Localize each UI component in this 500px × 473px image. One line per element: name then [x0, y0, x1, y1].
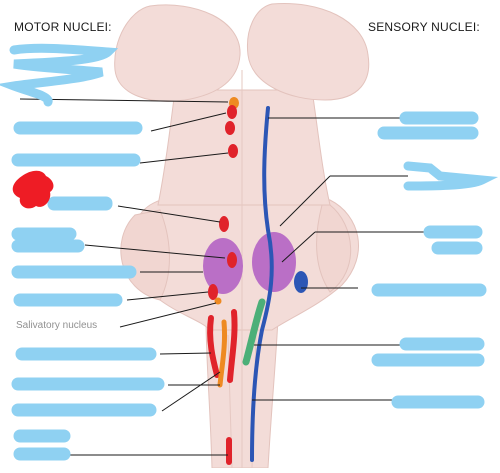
redaction-right-1 — [399, 111, 479, 125]
motor-nucleus-2 — [225, 121, 235, 135]
sensory-leader-lines — [252, 117, 438, 401]
redaction-left-9 — [15, 347, 157, 361]
redaction-left-3 — [11, 153, 141, 167]
redaction-right-6 — [371, 283, 487, 297]
redaction-left-6 — [11, 239, 85, 253]
purple-nucleus-right — [252, 232, 296, 292]
dorsal-vagal-nucleus — [217, 319, 227, 388]
motor-nucleus-1 — [227, 105, 237, 119]
left-upper-lobe — [114, 4, 241, 102]
sensory-nuclei-heading: SENSORY NUCLEI: — [368, 20, 480, 34]
redaction-left-10 — [11, 377, 165, 391]
red-scribble — [12, 170, 54, 209]
hypoglossal-nucleus — [227, 309, 238, 383]
redaction-right-9 — [391, 395, 485, 409]
midbrain — [157, 89, 331, 206]
redaction-right-8 — [371, 353, 485, 367]
right-upper-lobe — [246, 2, 370, 101]
red-marker-scribble — [12, 170, 54, 209]
motor-leader-lines — [19, 98, 229, 456]
salivatory-nucleus-dot — [214, 297, 222, 305]
redaction-right-2 — [377, 126, 479, 140]
motor-nucleus-4 — [219, 216, 229, 232]
redaction-right-4 — [423, 225, 483, 239]
nuclei-group — [203, 97, 308, 465]
pons-left-lobe — [120, 209, 170, 301]
redaction-marks — [0, 43, 499, 461]
redaction-left-4 — [47, 196, 113, 211]
redaction-left-1 — [0, 43, 119, 107]
pons-right-lobe — [316, 204, 352, 293]
brainstem-illustration — [114, 2, 370, 469]
redaction-left-2 — [13, 121, 143, 135]
blue-nucleus-right — [294, 271, 308, 293]
solitary-green-nucleus — [242, 298, 266, 366]
redaction-right-5 — [431, 241, 483, 255]
redaction-left-13 — [13, 447, 71, 461]
ambiguus-nucleus — [207, 315, 220, 378]
redaction-left-11 — [11, 403, 157, 417]
purple-nucleus-left — [203, 238, 243, 294]
redaction-right-3 — [403, 161, 499, 191]
motor-nuclei-heading: MOTOR NUCLEI: — [14, 20, 112, 34]
trigeminal-sensory-tract — [250, 106, 274, 462]
redaction-left-12 — [13, 429, 71, 443]
salivatory-nucleus-label: Salivatory nucleus — [16, 320, 98, 331]
redaction-right-7 — [399, 337, 485, 351]
motor-nucleus-5 — [227, 252, 237, 268]
redaction-left-5 — [11, 227, 77, 241]
motor-nucleus-3 — [228, 144, 238, 158]
motor-nucleus-6 — [208, 284, 218, 300]
redaction-left-7 — [11, 265, 137, 279]
redaction-left-8 — [13, 293, 123, 307]
